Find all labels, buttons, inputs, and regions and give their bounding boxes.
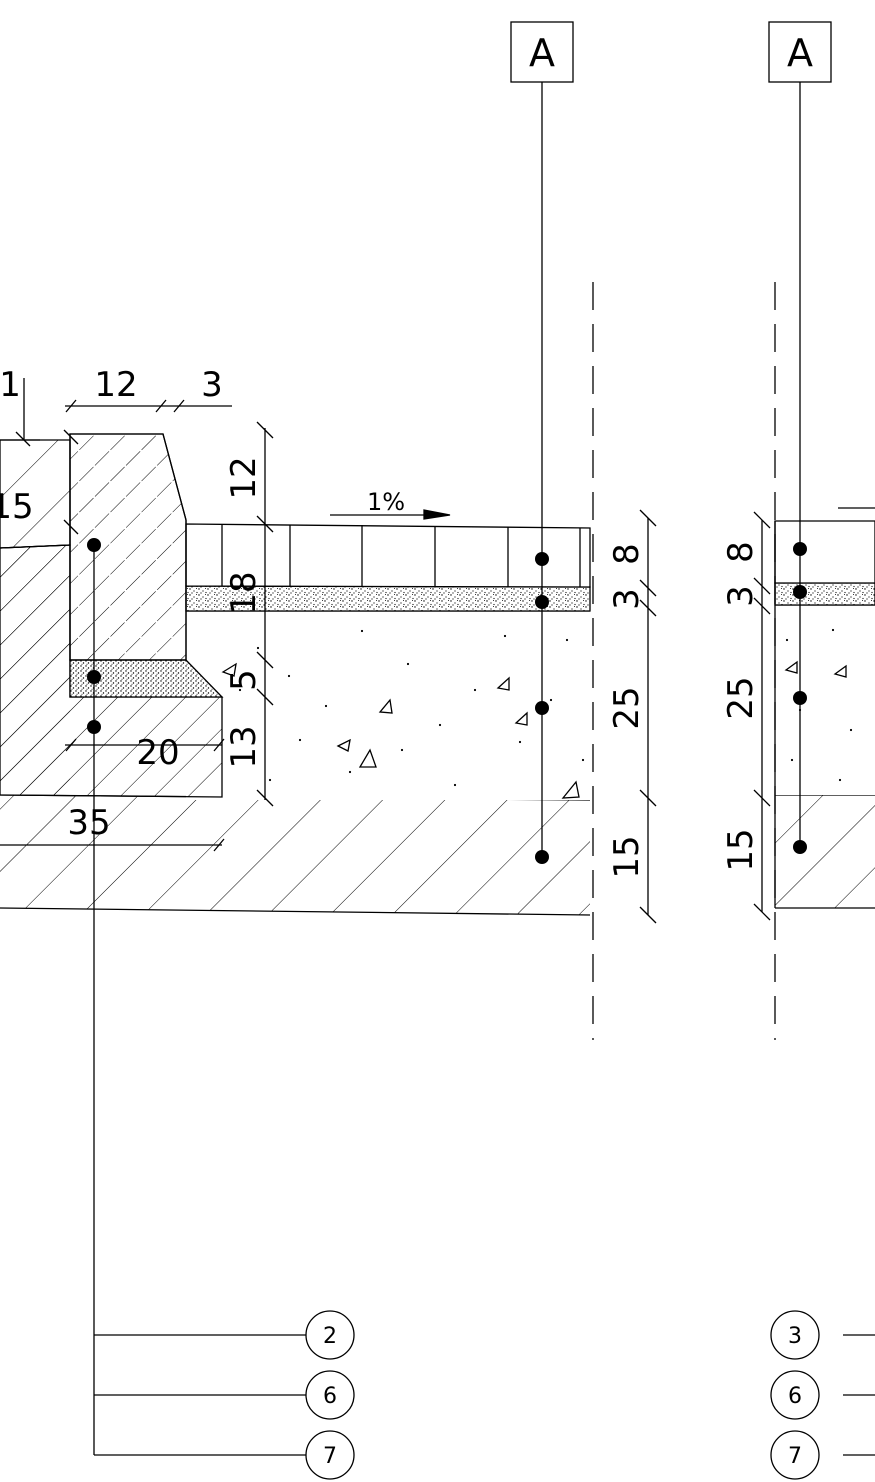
dim-paving-left: 8	[607, 543, 647, 565]
base-stones	[221, 662, 580, 799]
dim-curb-top-width: 12	[94, 365, 137, 405]
left-marker-dots	[87, 538, 549, 864]
dim-paving-right: 8	[721, 541, 761, 563]
dim-curb-height: 12	[224, 456, 264, 499]
subgrade-layer-right	[775, 795, 875, 908]
slope-label: 1%	[367, 488, 405, 516]
base-layer	[186, 611, 590, 800]
dim-bedding-left: 3	[607, 588, 647, 610]
section-mark-a-left: A	[529, 31, 555, 75]
section-mark-a-right-box	[768, 21, 832, 83]
callout-circles	[305, 1310, 820, 1480]
callout-left-1: 2	[323, 1324, 337, 1349]
dim-curb-batter: 3	[201, 365, 223, 405]
dim-foundation-depth: 13	[224, 725, 264, 768]
dim-verge-depth: 15	[0, 487, 34, 527]
dim-bed-depth: 5	[224, 669, 264, 691]
right-marker-dots	[793, 542, 807, 854]
callout-right-1: 3	[788, 1324, 802, 1349]
paving-joints	[221, 524, 581, 587]
section-mark-a-left-box	[510, 21, 574, 83]
dim-base-right: 25	[721, 676, 761, 719]
base-aggregate-right	[785, 628, 853, 782]
dim-bedding-right: 3	[721, 585, 761, 607]
base-aggregate	[238, 629, 585, 787]
callout-left-3: 7	[323, 1444, 337, 1469]
callout-right-2: 6	[788, 1384, 802, 1409]
dim-foundation-width: 20	[136, 733, 179, 773]
dim-left-partial: 1	[0, 365, 21, 405]
right-detail	[753, 21, 875, 1456]
dim-subbase-left: 15	[607, 835, 647, 878]
section-mark-a-right: A	[787, 31, 813, 75]
subgrade-layer	[0, 795, 590, 915]
dim-foundation-overall: 35	[67, 803, 110, 843]
base-layer-right	[775, 605, 875, 795]
bedding-layer-right	[774, 582, 875, 606]
dim-curb-total: 18	[224, 571, 264, 614]
callout-left-2: 6	[323, 1384, 337, 1409]
paving-layer-right	[774, 520, 875, 584]
dim-base-left: 25	[607, 686, 647, 729]
callout-right-3: 7	[788, 1444, 802, 1469]
dim-subbase-right: 15	[721, 828, 761, 871]
left-detail	[0, 21, 657, 1456]
